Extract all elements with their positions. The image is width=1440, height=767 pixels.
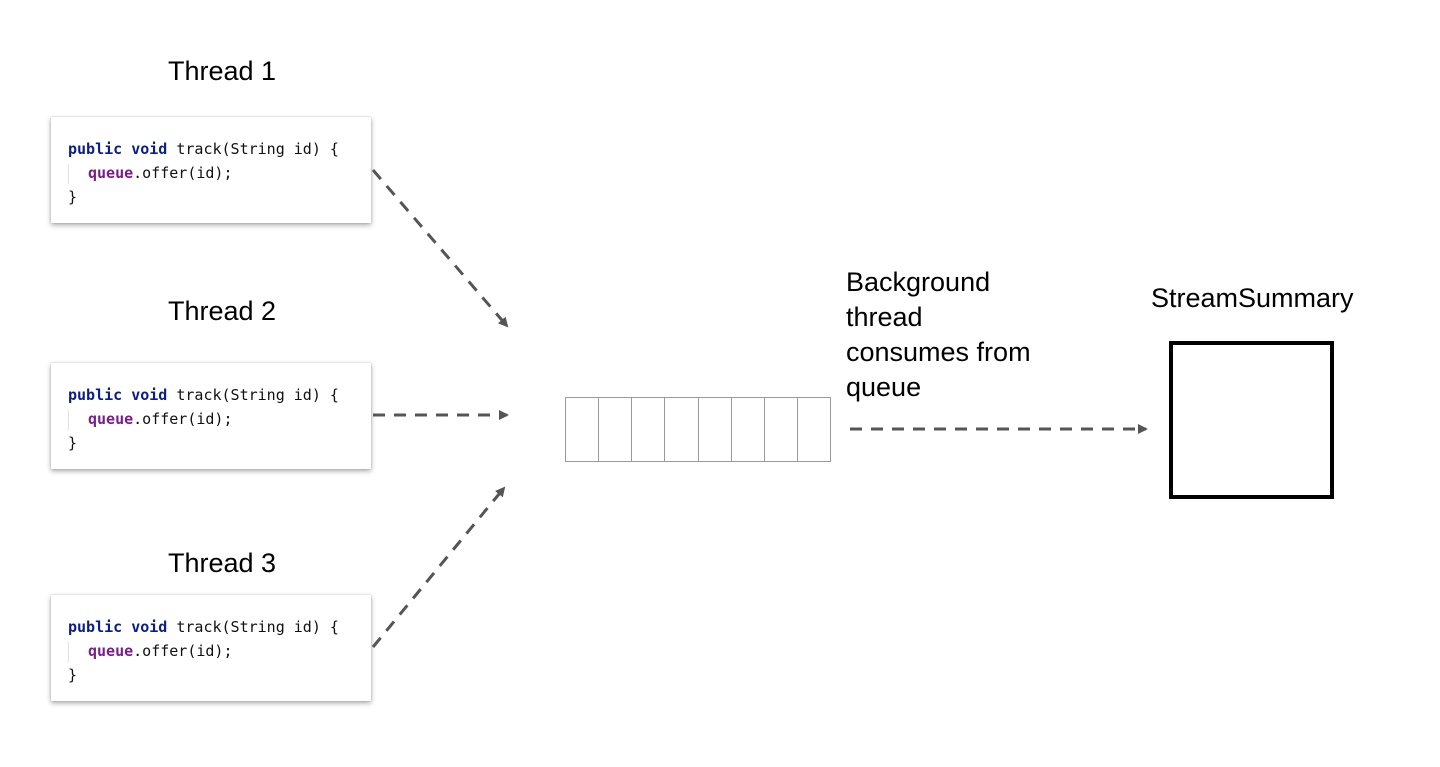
label-line: Background xyxy=(846,267,991,297)
queue-slot xyxy=(699,398,732,461)
indent-guide xyxy=(68,641,88,662)
code-text: .offer(id); xyxy=(133,164,233,182)
thread-2-code-card: public void track(String id) { queue.off… xyxy=(51,363,371,469)
code-text: } xyxy=(68,434,78,452)
label-line: thread xyxy=(846,302,923,332)
code-line-body: queue.offer(id); xyxy=(68,161,371,185)
code-text: track(String id) { xyxy=(167,618,339,636)
queue-slot xyxy=(798,398,830,461)
stream-summary-box xyxy=(1169,341,1334,499)
code-keyword: public void xyxy=(68,386,168,404)
code-keyword: public void xyxy=(68,618,168,636)
code-keyword: public void xyxy=(68,140,168,158)
code-line-body: queue.offer(id); xyxy=(68,639,371,663)
code-text: track(String id) { xyxy=(167,140,339,158)
queue-slot xyxy=(632,398,666,461)
code-field: queue xyxy=(88,410,134,428)
code-line-signature: public void track(String id) { xyxy=(68,137,371,161)
code-line-close: } xyxy=(68,431,371,455)
thread-2-title: Thread 2 xyxy=(168,296,277,326)
label-line: consumes from xyxy=(846,337,1031,367)
code-line-close: } xyxy=(68,663,371,687)
code-text: } xyxy=(68,188,78,206)
background-thread-label: Background thread consumes from queue xyxy=(846,265,1066,405)
queue-slot xyxy=(665,398,699,461)
code-text: } xyxy=(68,666,78,684)
queue-slot xyxy=(732,398,765,461)
code-field: queue xyxy=(88,164,134,182)
code-text: track(String id) { xyxy=(167,386,339,404)
thread-1-code-card: public void track(String id) { queue.off… xyxy=(51,117,371,223)
queue-slot xyxy=(599,398,633,461)
thread-1-title: Thread 1 xyxy=(168,56,277,86)
label-line: queue xyxy=(846,372,922,402)
indent-guide xyxy=(68,409,88,430)
code-line-signature: public void track(String id) { xyxy=(68,615,371,639)
queue xyxy=(565,397,831,462)
code-line-signature: public void track(String id) { xyxy=(68,383,371,407)
queue-slot xyxy=(765,398,798,461)
arrow-thread-1-to-queue xyxy=(371,169,509,328)
code-text: .offer(id); xyxy=(133,642,233,660)
code-text: .offer(id); xyxy=(133,410,233,428)
stream-summary-title: StreamSummary xyxy=(1151,283,1354,313)
indent-guide xyxy=(68,163,88,184)
queue-slot xyxy=(566,398,600,461)
code-field: queue xyxy=(88,642,134,660)
code-line-body: queue.offer(id); xyxy=(68,407,371,431)
thread-3-code-card: public void track(String id) { queue.off… xyxy=(51,595,371,701)
code-line-close: } xyxy=(68,185,371,209)
thread-3-title: Thread 3 xyxy=(168,548,277,578)
arrow-thread-3-to-queue xyxy=(371,486,506,648)
